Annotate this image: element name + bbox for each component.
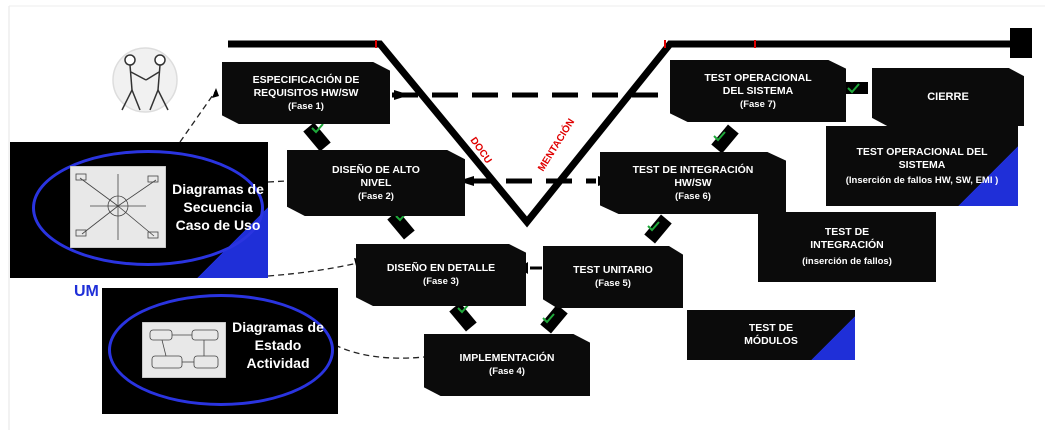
connector-fase5-fase6 <box>644 214 672 244</box>
box-line1: TEST UNITARIO <box>573 264 653 276</box>
box-phase: (Fase 6) <box>675 190 711 202</box>
dashed-link-uml-fase3 <box>267 261 363 277</box>
box-line2: INTEGRACIÓN <box>810 239 884 251</box>
box-line1: TEST OPERACIONAL DEL <box>856 145 988 158</box>
uml-sequence-ellipse <box>32 150 264 266</box>
box-line3: (inserción de fallos) <box>802 256 892 267</box>
connector-fase6-fase7 <box>711 124 739 154</box>
box-line2: DEL SISTEMA <box>722 84 794 97</box>
box-line1: TEST DE <box>824 226 870 238</box>
box-implementacion: IMPLEMENTACIÓN (Fase 4) <box>424 334 590 396</box>
uml-state-line3: Actividad <box>246 355 310 371</box>
v-line-end-block <box>1010 28 1032 58</box>
state-diagram-thumbnail-icon <box>142 322 226 378</box>
dashed-link-uml-fase4 <box>334 344 425 359</box>
box-line2: NIVEL <box>360 176 392 189</box>
uml-state-ellipse <box>108 294 334 406</box>
box-line1: CIERRE <box>927 90 969 103</box>
uml-sequence-text: Diagramas de Secuencia Caso de Uso <box>168 180 268 234</box>
box-line1: TEST DE <box>748 322 794 334</box>
connector-fase4-fase5 <box>540 304 568 334</box>
connector-fase7-cierre <box>846 82 868 94</box>
uml-state-line1: Diagramas de <box>232 319 324 335</box>
box-test-unitario: TEST UNITARIO (Fase 5) <box>543 246 683 308</box>
box-line2: HW/SW <box>674 176 712 189</box>
box-phase: (Fase 4) <box>489 366 525 377</box>
uml-seq-line2: Secuencia <box>183 199 253 215</box>
box-line2: REQUISITOS HW/SW <box>253 86 359 99</box>
box-phase: (Fase 1) <box>288 100 324 112</box>
box-cierre: CIERRE <box>872 68 1024 126</box>
dashed-link-uml-fase2 <box>267 180 287 183</box>
box-line2: SISTEMA <box>898 158 946 171</box>
box-diseno-en-detalle: DISEÑO EN DETALLE (Fase 3) <box>356 244 526 306</box>
box-phase: (Fase 3) <box>423 276 459 287</box>
box-test-modulos: TEST DE MÓDULOS <box>687 310 855 360</box>
uml-state-text: Diagramas de Estado Actividad <box>226 318 330 372</box>
box-test-operacional-fallos: TEST OPERACIONAL DEL SISTEMA (Inserción … <box>826 126 1018 206</box>
box-line2: MÓDULOS <box>744 335 798 347</box>
uml-label: UM <box>74 283 99 300</box>
box-line1: DISEÑO DE ALTO <box>332 163 420 176</box>
box-line1: TEST OPERACIONAL <box>704 71 812 84</box>
connector-fase3-fase4 <box>449 302 477 332</box>
uml-sequence-panel: Diagramas de Secuencia Caso de Uso <box>10 142 268 278</box>
box-line3: (Inserción de fallos HW, SW, EMI ) <box>845 174 999 186</box>
box-line1: DISEÑO EN DETALLE <box>386 262 496 274</box>
uml-seq-line1: Diagramas de <box>172 181 264 197</box>
box-especificacion-requisitos: ESPECIFICACIÓN DE REQUISITOS HW/SW (Fase… <box>222 62 390 124</box>
box-test-integracion: TEST DE INTEGRACIÓN HW/SW (Fase 6) <box>600 152 786 214</box>
box-diseno-alto-nivel: DISEÑO DE ALTO NIVEL (Fase 2) <box>287 150 465 216</box>
box-phase: (Fase 2) <box>358 190 394 202</box>
box-line1: TEST DE INTEGRACIÓN <box>632 163 754 176</box>
uml-state-line2: Estado <box>254 337 302 353</box>
box-line1: IMPLEMENTACIÓN <box>459 352 555 364</box>
connector-fase1-fase2 <box>303 122 331 152</box>
v-process-line <box>228 40 1022 228</box>
box-test-operacional: TEST OPERACIONAL DEL SISTEMA (Fase 7) <box>670 60 846 122</box>
uml-state-panel: Diagramas de Estado Actividad <box>102 288 338 414</box>
box-phase: (Fase 7) <box>740 98 776 110</box>
uml-seq-line3: Caso de Uso <box>175 217 261 233</box>
box-phase: (Fase 5) <box>595 278 631 289</box>
dashed-link-uml-fase1 <box>179 91 216 143</box>
box-line1: ESPECIFICACIÓN DE <box>252 73 360 86</box>
sequence-diagram-thumbnail-icon <box>70 166 166 248</box>
users-handshake-icon <box>112 47 178 113</box>
box-test-integracion-fallos: TEST DE INTEGRACIÓN (inserción de fallos… <box>758 212 936 282</box>
